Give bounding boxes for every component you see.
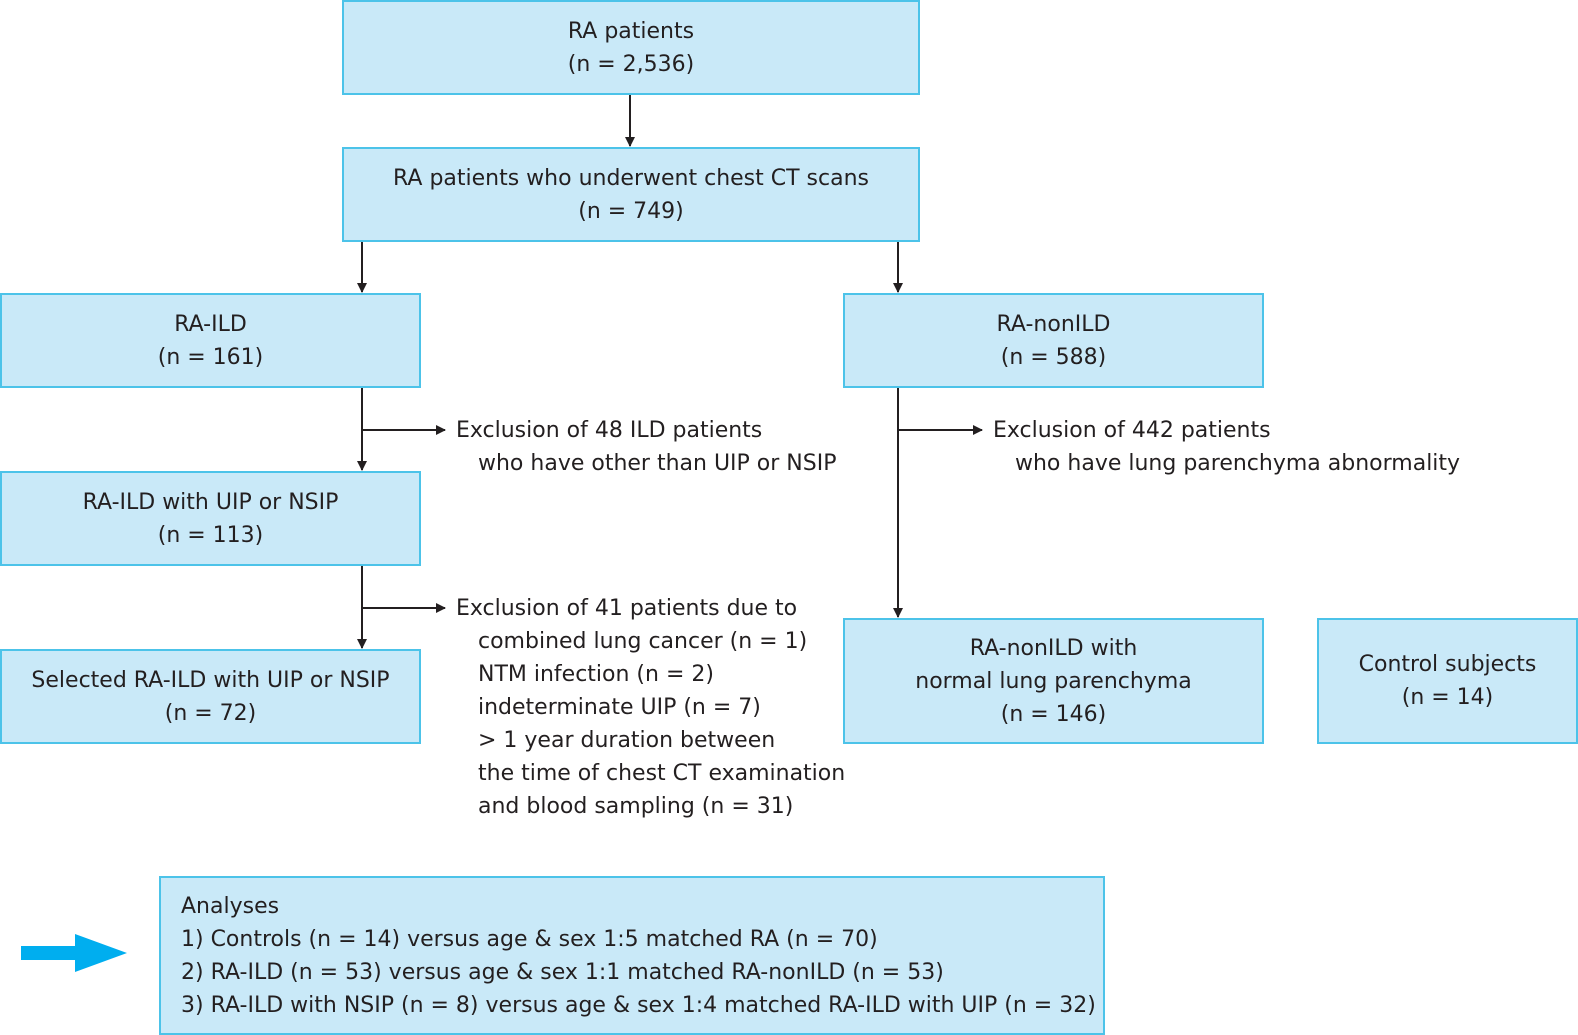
analysis-item: 2) RA-ILD (n = 53) versus age & sex 1:1 …	[181, 959, 944, 985]
exclusion-41-item: the time of chest CT examination	[478, 761, 846, 786]
exclusion-48-note: Exclusion of 48 ILD patients who have ot…	[456, 414, 836, 480]
ra-ild-uip-nsip-label: RA-ILD with UIP or NSIP	[82, 489, 339, 515]
exclusion-442-note: Exclusion of 442 patients who have lung …	[993, 414, 1460, 480]
exclusion-41-item: and blood sampling (n = 31)	[478, 794, 794, 819]
nonild-normal-box: RA-nonILD with normal lung parenchyma (n…	[843, 618, 1264, 744]
exclusion-442-line2: who have lung parenchyma abnormality	[1015, 451, 1461, 476]
ra-nonild-box: RA-nonILD (n = 588)	[843, 293, 1264, 388]
nonild-normal-count: (n = 146)	[1000, 701, 1107, 727]
analyses-title: Analyses	[181, 893, 280, 919]
exclusion-41-line1: Exclusion of 41 patients due to	[456, 596, 798, 621]
ra-ild-uip-nsip-box: RA-ILD with UIP or NSIP (n = 113)	[0, 471, 421, 566]
nonild-normal-label-2: normal lung parenchyma	[915, 668, 1192, 694]
ra-patients-label: RA patients	[567, 18, 695, 44]
ra-ild-uip-nsip-count: (n = 113)	[157, 522, 264, 548]
selected-ra-ild-count: (n = 72)	[164, 700, 257, 726]
ct-scans-label: RA patients who underwent chest CT scans	[393, 165, 869, 191]
ra-ild-label: RA-ILD	[174, 311, 247, 337]
analysis-item: 3) RA-ILD with NSIP (n = 8) versus age &…	[181, 992, 1096, 1018]
exclusion-41-note: Exclusion of 41 patients due to combined…	[456, 592, 845, 823]
nonild-normal-label-1: RA-nonILD with	[969, 635, 1138, 661]
ra-patients-count: (n = 2,536)	[567, 51, 695, 77]
exclusion-41-item: > 1 year duration between	[478, 728, 776, 753]
exclusion-48-line2: who have other than UIP or NSIP	[478, 451, 837, 476]
ra-patients-box: RA patients (n = 2,536)	[342, 0, 920, 95]
exclusion-41-item: indeterminate UIP (n = 7)	[478, 695, 761, 720]
ra-nonild-count: (n = 588)	[1000, 344, 1107, 370]
control-subjects-label: Control subjects	[1358, 652, 1537, 677]
ra-ild-box: RA-ILD (n = 161)	[0, 293, 421, 388]
exclusion-41-item: combined lung cancer (n = 1)	[478, 629, 808, 654]
selected-ra-ild-label: Selected RA-ILD with UIP or NSIP	[31, 667, 390, 693]
control-subjects-count: (n = 14)	[1401, 685, 1494, 710]
analyses-box: Analyses 1) Controls (n = 14) versus age…	[159, 876, 1105, 1035]
control-subjects-box: Control subjects (n = 14)	[1317, 618, 1578, 744]
exclusion-48-line1: Exclusion of 48 ILD patients	[456, 418, 763, 443]
ct-scans-box: RA patients who underwent chest CT scans…	[342, 147, 920, 242]
exclusion-41-item: NTM infection (n = 2)	[478, 662, 714, 687]
ra-ild-count: (n = 161)	[157, 344, 264, 370]
analysis-item: 1) Controls (n = 14) versus age & sex 1:…	[181, 926, 878, 952]
ra-nonild-label: RA-nonILD	[996, 311, 1111, 337]
blue-pointer-arrow-icon	[21, 934, 127, 972]
ct-scans-count: (n = 749)	[578, 198, 684, 224]
exclusion-442-line1: Exclusion of 442 patients	[993, 418, 1271, 443]
selected-ra-ild-box: Selected RA-ILD with UIP or NSIP (n = 72…	[0, 649, 421, 744]
